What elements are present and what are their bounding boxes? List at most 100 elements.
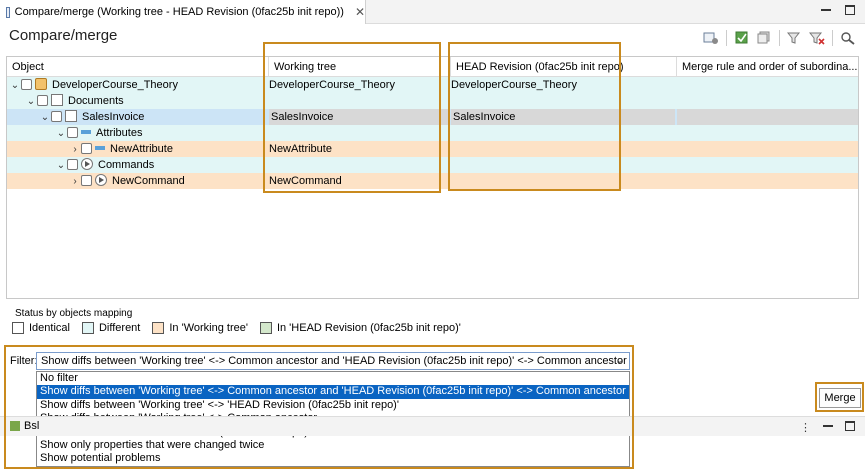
bottom-tab-label: Bsl (24, 420, 40, 432)
legend-label: In 'Working tree' (169, 322, 248, 334)
filter-option[interactable]: Show diffs between 'Working tree' <-> Co… (37, 385, 629, 399)
check-all-icon[interactable] (733, 30, 751, 46)
head-revision-value (451, 93, 675, 109)
bottom-panel-tab-bar: Bsl ⋮ (0, 416, 865, 436)
table-row[interactable]: ⌄ SalesInvoice SalesInvoice SalesInvoice (7, 109, 858, 125)
row-checkbox[interactable] (67, 127, 78, 138)
chevron-down-icon[interactable]: ⌄ (615, 355, 624, 366)
working-tree-value: SalesInvoice (269, 109, 449, 125)
table-row[interactable]: ⌄ Commands (7, 157, 858, 173)
working-tree-value: DeveloperCourse_Theory (269, 79, 395, 91)
legend-title: Status by objects mapping (15, 308, 133, 319)
working-tree-value (269, 93, 449, 109)
row-checkbox[interactable] (37, 95, 48, 106)
filter-option[interactable]: Show only properties that were changed t… (40, 438, 265, 451)
chevron-down-icon[interactable]: ⌄ (10, 80, 20, 91)
filter-icon[interactable] (786, 30, 804, 46)
search-icon[interactable] (839, 30, 857, 46)
legend-swatch (81, 322, 94, 334)
toolbar-separator (726, 30, 727, 46)
working-tree-value (269, 157, 449, 173)
page-title: Compare/merge (9, 27, 118, 44)
compare-tree-table: Object Working tree HEAD Revision (0fac2… (6, 56, 859, 299)
column-header-working-tree[interactable]: Working tree (269, 57, 451, 77)
chevron-down-icon[interactable]: ⌄ (40, 112, 50, 123)
working-tree-value: NewCommand (269, 175, 342, 187)
legend-items: Identical Different In 'Working tree' In… (12, 322, 461, 334)
object-name: NewAttribute (110, 143, 173, 155)
chevron-right-icon[interactable]: › (73, 144, 77, 155)
column-header-object[interactable]: Object (7, 57, 269, 77)
compare-editor-icon (6, 6, 10, 18)
filter-option[interactable]: No filter (40, 372, 78, 384)
maximize-icon[interactable] (845, 5, 855, 15)
head-revision-value: SalesInvoice (451, 109, 675, 125)
merge-button[interactable]: Merge (819, 388, 861, 408)
object-name: Documents (68, 95, 124, 107)
legend-swatch (259, 322, 272, 334)
configuration-icon (35, 78, 47, 90)
working-tree-value: NewAttribute (269, 143, 332, 155)
merge-settings-icon[interactable] (702, 30, 720, 46)
bottom-tab[interactable]: Bsl (10, 420, 39, 432)
filter-label: Filter: (10, 355, 38, 367)
filter-option[interactable]: Show potential problems (40, 452, 161, 465)
close-tab-icon[interactable]: ✕ (354, 5, 365, 19)
table-header: Object Working tree HEAD Revision (0fac2… (7, 57, 858, 77)
object-name: Commands (98, 159, 155, 171)
table-row[interactable]: › NewCommand NewCommand (7, 173, 858, 189)
column-header-head-revision[interactable]: HEAD Revision (0fac25b init repo) (451, 57, 677, 77)
attributes-icon (81, 130, 91, 134)
head-revision-value (451, 173, 675, 189)
legend-swatch (152, 322, 165, 334)
row-checkbox[interactable] (21, 79, 32, 90)
commands-icon (81, 158, 93, 170)
chevron-down-icon[interactable]: ⌄ (56, 128, 66, 139)
filter-option[interactable]: Show diffs between 'Working tree' <-> 'H… (40, 398, 399, 411)
object-name: Attributes (96, 127, 143, 139)
bsl-icon (10, 421, 20, 431)
legend-item: In 'HEAD Revision (0fac25b init repo)' (259, 322, 461, 334)
table-row[interactable]: ⌄DeveloperCourse_Theory DeveloperCourse_… (7, 77, 858, 93)
status-legend: Status by objects mapping Identical Diff… (6, 305, 859, 341)
uncheck-all-icon[interactable] (755, 30, 773, 46)
clear-filter-icon[interactable] (808, 30, 826, 46)
filter-select[interactable]: Show diffs between 'Working tree' <-> Co… (36, 352, 630, 370)
legend-item: Different (81, 322, 141, 334)
documents-icon (51, 94, 63, 106)
object-name: SalesInvoice (82, 111, 145, 123)
minimize-icon[interactable] (821, 5, 831, 11)
row-checkbox[interactable] (67, 159, 78, 170)
chevron-right-icon[interactable]: › (73, 176, 77, 187)
filter-selected-value: Show diffs between 'Working tree' <-> Co… (41, 355, 627, 367)
legend-item: In 'Working tree' (152, 322, 248, 334)
compare-merge-tab[interactable]: Compare/merge (Working tree - HEAD Revis… (0, 0, 366, 24)
head-revision-value (451, 125, 675, 141)
row-checkbox[interactable] (81, 143, 92, 154)
head-revision-value (451, 157, 675, 173)
legend-item: Identical (12, 322, 70, 334)
working-tree-value (269, 125, 449, 141)
table-row[interactable]: ⌄ Attributes (7, 125, 858, 141)
legend-label: In 'HEAD Revision (0fac25b init repo)' (276, 322, 461, 334)
command-icon (95, 174, 107, 186)
table-row[interactable]: › NewAttribute NewAttribute (7, 141, 858, 157)
minimize-icon[interactable] (823, 421, 833, 427)
toolbar-separator (779, 30, 780, 46)
maximize-icon[interactable] (845, 421, 855, 431)
chevron-down-icon[interactable]: ⌄ (56, 160, 66, 171)
legend-label: Identical (29, 322, 70, 334)
object-name: NewCommand (112, 175, 185, 187)
attribute-icon (95, 146, 105, 150)
chevron-down-icon[interactable]: ⌄ (26, 96, 36, 107)
row-checkbox[interactable] (51, 111, 62, 122)
row-checkbox[interactable] (81, 175, 92, 186)
editor-tab-bar: Compare/merge (Working tree - HEAD Revis… (0, 0, 865, 24)
merge-rule-value (677, 109, 858, 125)
bottom-window-controls: ⋮ (800, 421, 855, 434)
table-row[interactable]: ⌄ Documents (7, 93, 858, 109)
view-menu-icon[interactable]: ⋮ (800, 422, 811, 434)
legend-label: Different (98, 322, 141, 334)
tab-label: Compare/merge (Working tree - HEAD Revis… (14, 6, 344, 18)
column-header-merge-rule[interactable]: Merge rule and order of subordina... (682, 61, 858, 73)
